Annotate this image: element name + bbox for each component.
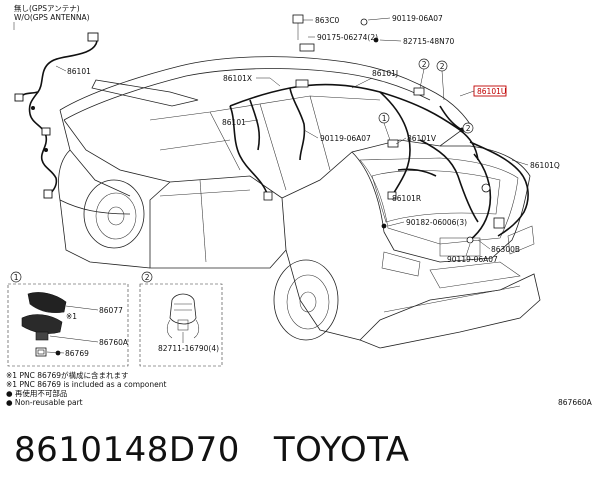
label-90119-06A07-mid: 90119-06A07 [320, 134, 371, 143]
label-863C0: 863C0 [315, 16, 340, 25]
label-86101R: 86101R [392, 194, 421, 203]
figure-code: 867660A [558, 398, 593, 407]
callout-circle-2c [462, 122, 474, 134]
label-90182-06006: 90182-06006(3) [406, 218, 467, 227]
label-90119-06A07-top: 90119-06A07 [392, 14, 443, 23]
part-863C0-icon [292, 14, 304, 24]
leader-90119-low [465, 243, 471, 257]
gps-antenna-86077 [27, 292, 67, 313]
detail-box-1 [7, 283, 129, 367]
detail-2-callout-num: 2 [145, 273, 150, 282]
top-note-line1: 無し(GPSアンテナ) [14, 3, 80, 13]
label-86101V: 86101V [407, 134, 437, 143]
callout-1-num: 1 [382, 114, 387, 123]
part-caption: 8610148D70 TOYOTA [14, 430, 410, 470]
brand-name: TOYOTA [273, 430, 410, 470]
leader-86101Q [511, 159, 529, 166]
detail-box-2 [139, 283, 223, 367]
label-86101U-highlighted[interactable]: 86101U [477, 87, 506, 96]
detail-1-callout-num: 1 [14, 273, 19, 282]
detail-1-callout [10, 271, 22, 283]
leader-86101U [459, 90, 475, 97]
detail-1-mark: ※1 [66, 312, 77, 321]
leader-86077 [65, 305, 99, 311]
leader-86300B [477, 239, 491, 250]
label-82711-16790: 82711-16790(4) [158, 344, 219, 353]
note-1-en: ※1 PNC 86769 is included as a component [6, 380, 166, 389]
label-86300B: 86300B [491, 245, 520, 254]
label-86101-mid: 86101 [222, 118, 246, 127]
leader-86101J [351, 77, 373, 89]
gasket-86769 [35, 347, 61, 357]
detail-2-callout [141, 271, 153, 283]
label-86077: 86077 [99, 306, 123, 315]
leader-86101V [395, 137, 407, 145]
leader-82715 [379, 39, 402, 42]
label-86101Q: 86101Q [530, 161, 560, 170]
label-86760A: 86760A [99, 338, 129, 347]
leader-86760A [49, 335, 99, 343]
antenna-harness-86101 [14, 32, 99, 199]
note-2-ja: ● 再使用不可部品 [6, 388, 67, 398]
leader-90182 [387, 221, 405, 227]
note-1-ja: ※1 PNC 86769が構成に含まれます [6, 370, 129, 380]
callout-2a-num: 2 [422, 60, 427, 69]
roof-wire-harness [229, 18, 529, 244]
label-86101J: 86101J [372, 69, 398, 78]
leader-86101X [256, 77, 281, 87]
leader-90119-mid [303, 129, 319, 139]
label-90175-06274: 90175-06274(2) [317, 33, 378, 42]
vehicle-body [58, 56, 541, 349]
note-2-en: ● Non-reusable part [6, 398, 83, 407]
leader-86101-left [55, 65, 67, 72]
wire-clamp-82711 [166, 293, 200, 339]
leader-86101-mid [243, 119, 259, 123]
label-86101-left: 86101 [67, 67, 91, 76]
label-82715-48N70: 82715-48N70 [403, 37, 454, 46]
leader-86769 [46, 351, 65, 354]
leader-90119-top [367, 17, 391, 21]
callout-2c-num: 2 [466, 124, 471, 133]
top-note-line2: W/O(GPS ANTENNA) [14, 13, 90, 22]
antenna-base-86760A [21, 314, 63, 341]
callout-2b-num: 2 [440, 62, 445, 71]
label-86101X: 86101X [223, 74, 252, 83]
label-90119-06A07-low: 90119-06A07 [447, 255, 498, 264]
label-86769: 86769 [65, 349, 89, 358]
part-number: 8610148D70 [14, 430, 240, 470]
